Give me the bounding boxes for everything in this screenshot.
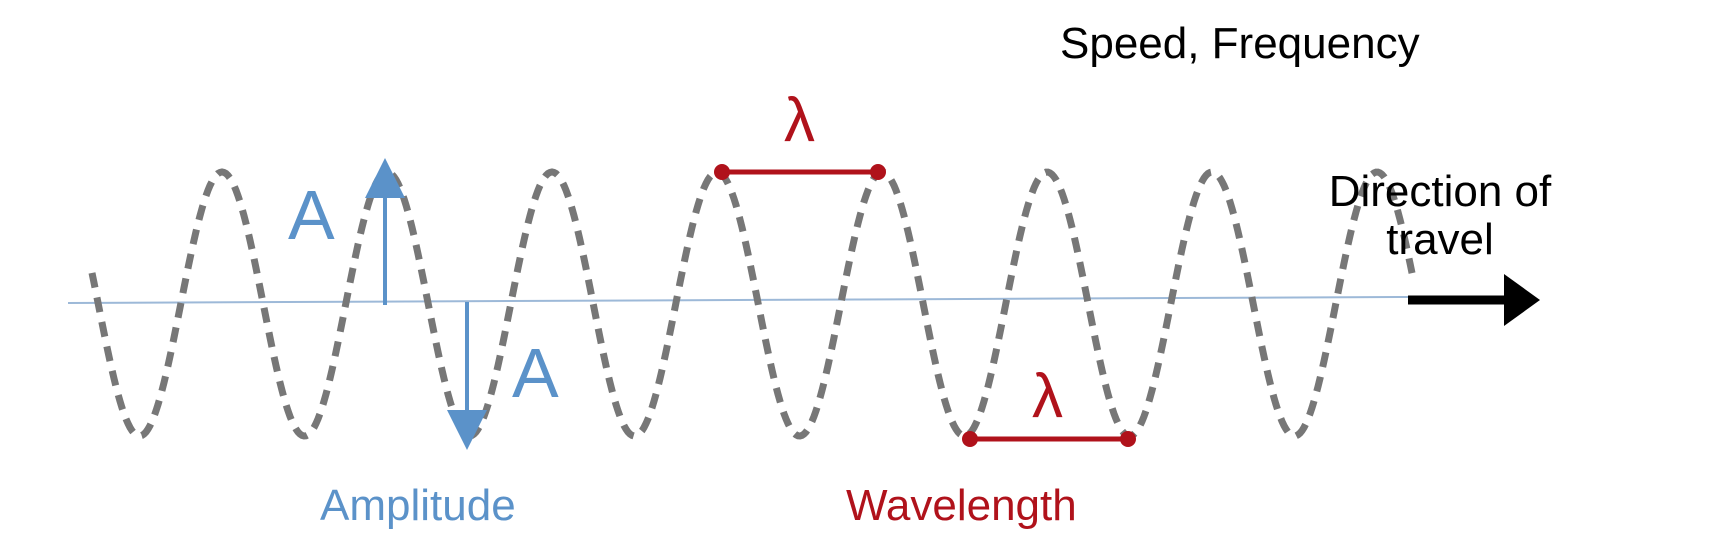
wave-curve xyxy=(88,168,1418,440)
wavelength-marker-top xyxy=(714,164,886,180)
wavelength-symbol-top: λ xyxy=(784,86,815,155)
wavelength-dot xyxy=(1120,431,1136,447)
wavelength-dot xyxy=(962,431,978,447)
right-arrow-icon xyxy=(1408,274,1540,326)
amplitude-symbol-lower: A xyxy=(512,334,559,412)
direction-of-travel-label: Direction of travel xyxy=(1328,167,1552,264)
wavelength-caption: Wavelength xyxy=(846,481,1077,530)
wavelength-symbol-bottom: λ xyxy=(1032,362,1063,431)
wavelength-dot xyxy=(870,164,886,180)
speed-frequency-label: Speed, Frequency xyxy=(1060,19,1420,68)
amplitude-symbol-upper: A xyxy=(288,176,335,254)
amplitude-caption: Amplitude xyxy=(320,481,516,530)
axis-line xyxy=(67,296,1409,304)
wavelength-dot xyxy=(714,164,730,180)
wavelength-marker-bottom xyxy=(962,431,1136,447)
